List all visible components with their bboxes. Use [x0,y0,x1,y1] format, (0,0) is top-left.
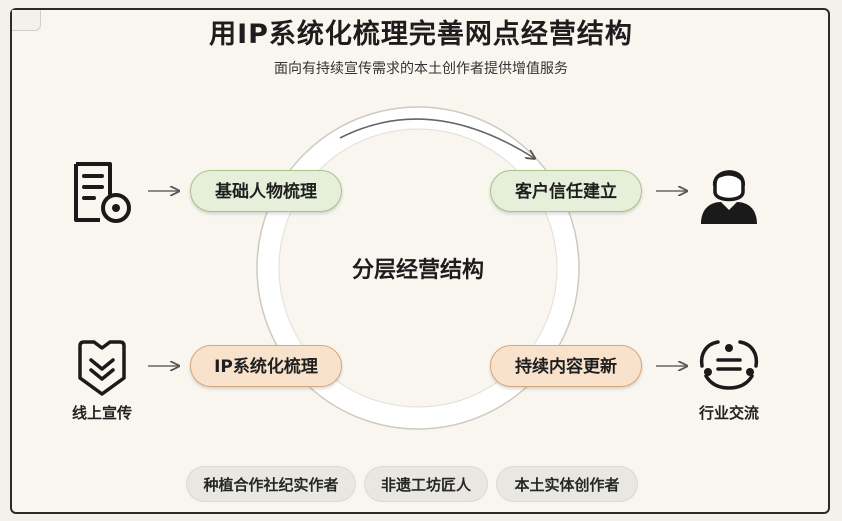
node-content-update: 持续内容更新 [490,345,642,387]
node-ip-system: IP系统化梳理 [190,345,342,387]
cycle-arrow [339,118,534,158]
discussion-icon [699,340,759,390]
page-subtitle: 面向有持续宣传需求的本土创作者提供增值服务 [274,61,568,77]
document-gear-icon [74,162,131,223]
node-customer-trust: 客户信任建立 [490,170,642,212]
page-title: 用IP系统化梳理完善网点经营结构 [209,19,633,50]
tag-cooperative-author: 种植合作社纪实作者 [186,466,356,502]
cycle-ring-outline [256,106,580,430]
corner-mark [12,10,41,31]
tag-local-creator: 本土实体创作者 [496,466,638,502]
cycle-ring [257,107,579,429]
label-online-promo: 线上宣传 [71,404,132,422]
cycle-ring-inner-outline [278,128,558,408]
chevron-badge-icon [78,340,126,396]
tag-heritage-artisan: 非遗工坊匠人 [364,466,488,502]
node-basic-persona: 基础人物梳理 [190,170,342,212]
center-label: 分层经营结构 [351,258,484,283]
label-industry-exchange: 行业交流 [698,404,759,422]
person-icon [701,170,757,224]
